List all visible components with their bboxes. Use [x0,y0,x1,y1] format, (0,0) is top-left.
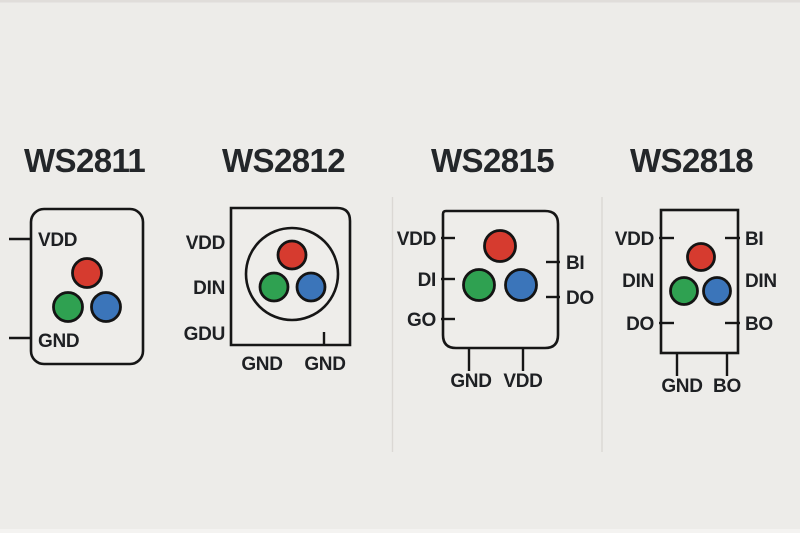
pin-label-do: DO [626,314,654,335]
pin-label-din: DIN [193,278,225,299]
pin-label-bo: BO [713,376,741,397]
pin-label-gnd: GND [450,371,491,392]
led-blue-circle [504,268,538,302]
chip-ws2815-group: WS2815 VDD DI GO BI DO GND VDD [397,142,594,392]
pin-label-di: DI [418,270,436,291]
led-blue-circle [295,271,327,303]
chip-title: WS2812 [222,142,345,179]
led-red-circle [71,257,103,289]
pin-label-vdd: VDD [503,371,542,392]
chip-title: WS2815 [431,142,554,179]
pin-label-bi: BI [745,229,763,250]
pin-label-do: DO [566,288,594,309]
led-red-circle [686,242,716,272]
led-green-circle [258,271,290,303]
led-green-circle [462,268,496,302]
pin-label-bo: BO [745,314,773,335]
pin-label-din: DIN [622,271,654,292]
pin-label-din: DIN [745,271,777,292]
led-green-circle [669,276,699,306]
chip-ws2812-group: WS2812 VDD DIN GDU GND GND [184,142,352,375]
pin-label-vdd: VDD [615,229,654,250]
chip-body-outline [441,209,560,350]
top-edge-strip [0,0,800,3]
bottom-edge-strip [0,529,800,533]
chip-ws2811-group: WS2811 VDD GND [9,142,146,366]
led-blue-circle [90,291,122,323]
pin-label-go: GO [407,310,436,331]
pin-label-gdu: GDU [184,324,225,345]
led-green-circle [52,291,84,323]
pin-label-vdd: VDD [186,233,225,254]
led-red-circle [276,239,308,271]
pin-label-gnd: GND [241,354,282,375]
chip-title: WS2818 [630,142,753,179]
pin-label-gnd: GND [304,354,345,375]
pin-label-vdd: VDD [397,229,436,250]
pin-label-gnd: GND [661,376,702,397]
pin-label-gnd: GND [38,331,79,352]
led-ring-outline [244,226,340,322]
chip-title: WS2811 [24,142,145,179]
led-red-circle [483,229,517,263]
pin-label-bi: BI [566,253,584,274]
pin-label-vdd: VDD [38,230,77,251]
chip-ws2818-group: WS2818 VDD DIN DO BI DIN BO GND BO [615,142,777,397]
led-blue-circle [702,276,732,306]
